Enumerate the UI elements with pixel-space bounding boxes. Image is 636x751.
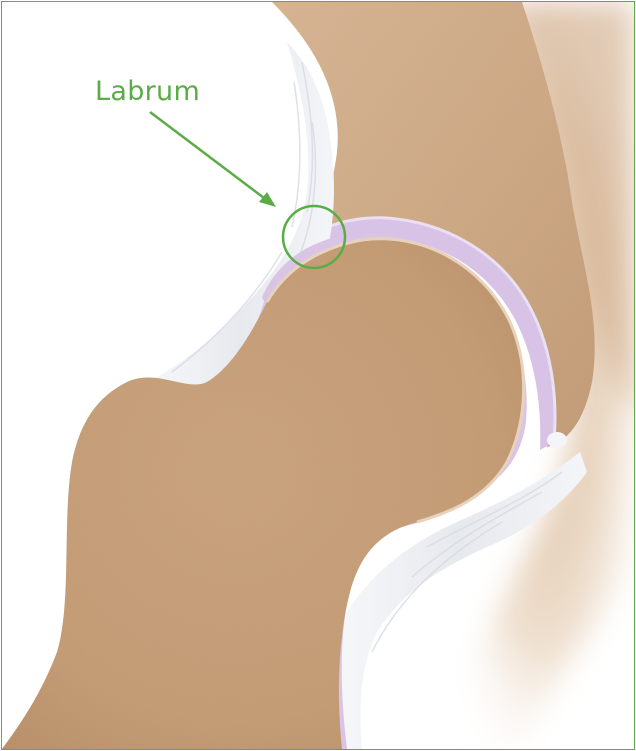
callout-arrow [150,112,276,207]
femur-bone [2,239,524,749]
labrum-label: Labrum [95,76,200,108]
